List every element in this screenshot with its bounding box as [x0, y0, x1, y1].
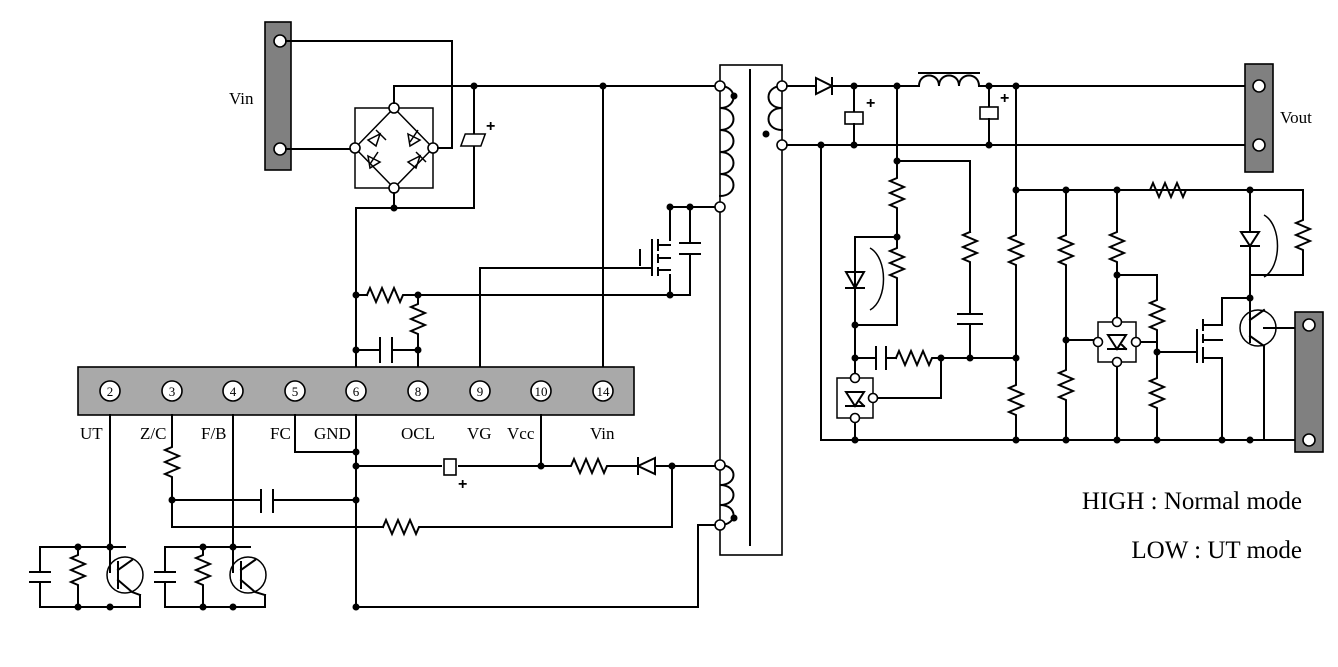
- vin-input-label: Vin: [229, 89, 254, 108]
- ic-pin-2-label: UT: [80, 424, 103, 443]
- svg-text:+: +: [458, 476, 467, 493]
- ic-pin-4-number: 4: [230, 384, 237, 399]
- svg-text:+: +: [866, 95, 875, 112]
- ic-pin-4-label: F/B: [201, 424, 227, 443]
- control-connector: [1294, 311, 1324, 453]
- ic-pin-6-label: GND: [314, 424, 351, 443]
- ic-pin-5-label: FC: [270, 424, 291, 443]
- shunt-regulator-1: [836, 357, 879, 424]
- ic-pin-10-label: Vcc: [507, 424, 535, 443]
- ic-pin-10-number: 10: [535, 384, 548, 399]
- ic-pin-9-label: VG: [467, 424, 492, 443]
- ic-pin-3-label: Z/C: [140, 424, 166, 443]
- ic-pin-14-label: Vin: [590, 424, 615, 443]
- vout-output-label: Vout: [1280, 108, 1312, 127]
- controller-ic: [77, 366, 635, 416]
- ic-pin-14-number: 14: [597, 384, 611, 399]
- low-mode-label: LOW : UT mode: [1131, 537, 1302, 564]
- ic-pin-5-number: 5: [292, 384, 299, 399]
- high-mode-label: HIGH : Normal mode: [1082, 488, 1302, 515]
- output-connector: [1244, 63, 1274, 173]
- svg-text:+: +: [1000, 90, 1009, 107]
- shunt-regulator-2: [1092, 274, 1142, 368]
- ic-pin-6-number: 6: [353, 384, 360, 399]
- transformer: [714, 64, 788, 556]
- bridge-rectifier: [349, 102, 439, 194]
- ic-pin-8-label: OCL: [401, 424, 435, 443]
- ic-pin-3-number: 3: [169, 384, 176, 399]
- input-bulk-capacitor: +: [459, 118, 495, 147]
- input-connector: [264, 21, 292, 171]
- ic-pin-2-number: 2: [107, 384, 114, 399]
- ic-pin-8-number: 8: [415, 384, 422, 399]
- primary-mosfet: [479, 206, 721, 376]
- ic-pin-9-number: 9: [477, 384, 484, 399]
- svg-text:+: +: [486, 118, 495, 135]
